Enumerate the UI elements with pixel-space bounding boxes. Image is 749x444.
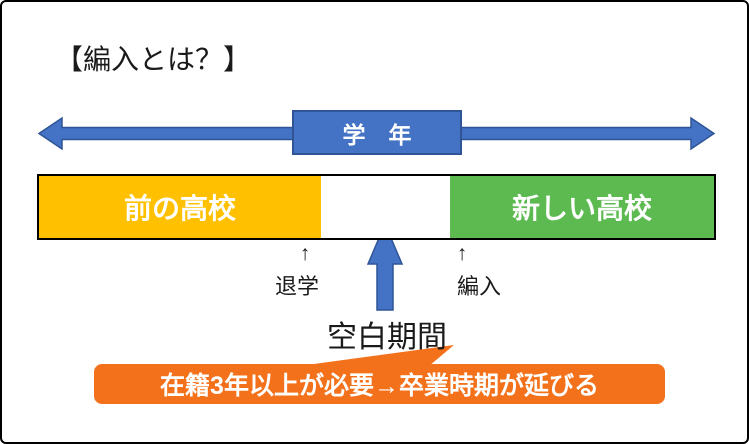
note-banner: 在籍3年以上が必要→卒業時期が延びる — [94, 364, 665, 404]
previous-school-label: 前の高校 — [123, 193, 236, 224]
enrollment-timeline-bar: 前の高校 新しい高校 — [37, 174, 716, 240]
note-banner-text: 在籍3年以上が必要→卒業時期が延びる — [160, 372, 599, 400]
new-school-label: 新しい高校 — [511, 193, 652, 224]
transfer-up-arrow-icon: ↑ — [456, 242, 468, 265]
page-title: 【編入とは？】 — [55, 44, 252, 75]
blank-period-segment — [321, 176, 450, 238]
withdraw-label: 退学 — [274, 274, 319, 299]
school-year-label: 学 年 — [342, 121, 412, 148]
new-school-segment: 新しい高校 — [450, 176, 714, 238]
school-year-axis-box: 学 年 — [292, 110, 462, 155]
blank-period-label: 空白期間 — [327, 321, 447, 354]
previous-school-segment: 前の高校 — [39, 176, 321, 238]
transfer-label: 編入 — [456, 274, 501, 299]
withdraw-up-arrow-icon: ↑ — [299, 242, 311, 265]
